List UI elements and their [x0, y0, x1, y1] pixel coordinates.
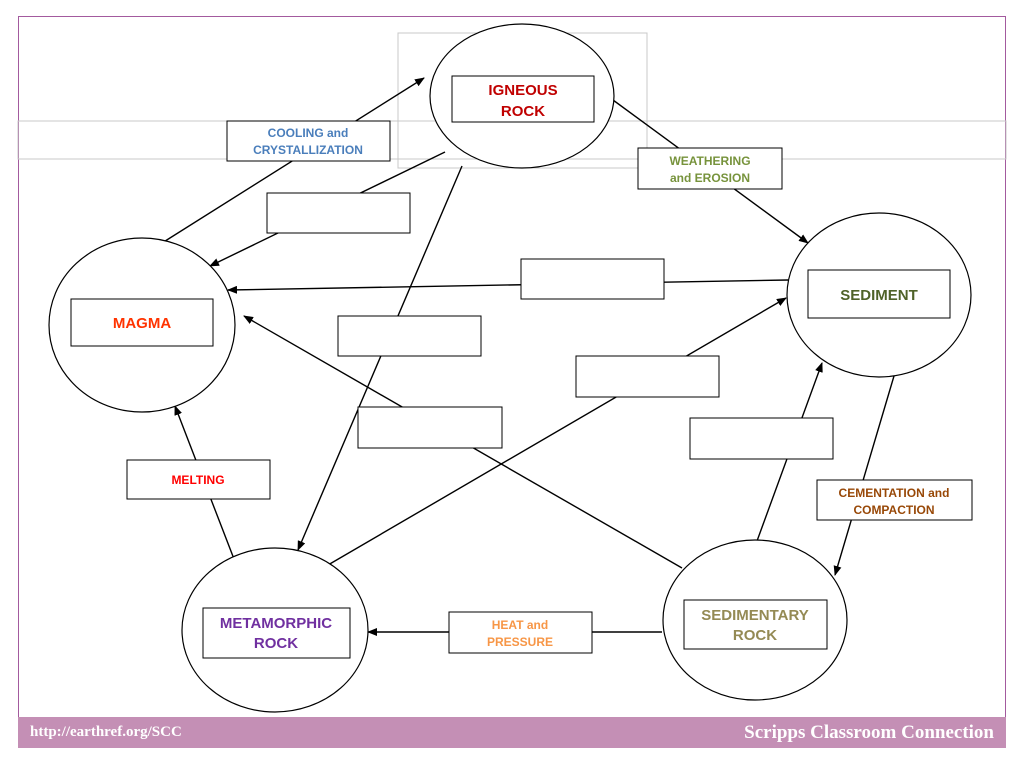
process-melting: MELTING — [126, 459, 271, 500]
arrow-sediment-to-magma — [227, 279, 789, 294]
sediment-label: SEDIMENT — [840, 287, 918, 304]
process-cooling-and-crystallization: COOLING and CRYSTALLIZATION — [226, 120, 391, 162]
heat-label-line2: PRESSURE — [487, 635, 553, 649]
igneous-rock-box — [451, 75, 595, 123]
footer-bar: http://earthref.org/SCC Scripps Classroo… — [18, 717, 1006, 748]
sedimentary-rock-label-line2: ROCK — [733, 627, 777, 644]
blank-box-metamorphic-to-sediment[interactable] — [575, 355, 720, 398]
blank-box-sedimentary-to-sediment[interactable] — [689, 417, 834, 460]
node-magma: MAGMA — [48, 237, 236, 413]
melting-box — [126, 459, 271, 500]
blank-box-sediment-to-magma[interactable] — [520, 258, 665, 300]
blank-answer-boxes — [266, 192, 834, 460]
process-cementation-and-compaction: CEMENTATION and COMPACTION — [816, 479, 973, 521]
footer-url[interactable]: http://earthref.org/SCC — [30, 724, 182, 740]
cooling-label-line1: COOLING and — [268, 126, 349, 140]
blank-box-igneous-to-magma[interactable] — [266, 192, 411, 234]
metamorphic-rock-label-line2: ROCK — [254, 635, 298, 652]
arrow-igneous-to-metamorphic — [297, 165, 463, 551]
blank-box-igneous-to-metamorphic[interactable] — [337, 315, 482, 357]
process-heat-and-pressure: HEAT and PRESSURE — [448, 611, 593, 654]
heat-label-line1: HEAT and — [492, 618, 548, 632]
metamorphic-rock-label-line1: METAMORPHIC — [220, 615, 332, 632]
weathering-box — [637, 147, 783, 190]
cooling-label-line2: CRYSTALLIZATION — [253, 143, 363, 157]
sedimentary-rock-label-line1: SEDIMENTARY — [701, 607, 809, 624]
cooling-box — [226, 120, 391, 162]
cementation-label-line2: COMPACTION — [853, 503, 934, 517]
process-weathering-and-erosion: WEATHERING and EROSION — [637, 147, 783, 190]
magma-label: MAGMA — [113, 315, 171, 332]
node-igneous-rock: IGNEOUS ROCK — [429, 23, 615, 169]
weathering-label-line2: and EROSION — [670, 171, 750, 185]
igneous-rock-label-line1: IGNEOUS — [488, 82, 557, 99]
magma-box — [70, 298, 214, 347]
sediment-box — [807, 269, 951, 319]
metamorphic-rock-box — [202, 607, 351, 659]
cementation-box — [816, 479, 973, 521]
footer-organization: Scripps Classroom Connection — [744, 721, 994, 743]
blank-box-sedimentary-to-magma[interactable] — [357, 406, 503, 449]
node-sedimentary-rock: SEDIMENTARY ROCK — [662, 539, 848, 701]
igneous-rock-label-line2: ROCK — [501, 103, 545, 120]
node-sediment: SEDIMENT — [786, 212, 972, 378]
arrow-sediment-to-sedimentary — [833, 375, 895, 576]
heat-box — [448, 611, 593, 654]
node-metamorphic-rock: METAMORPHIC ROCK — [181, 547, 369, 713]
weathering-label-line1: WEATHERING — [669, 154, 750, 168]
melting-label: MELTING — [171, 473, 224, 487]
arrow-metamorphic-to-sediment — [327, 297, 787, 566]
sedimentary-rock-box — [683, 599, 828, 650]
cementation-label-line1: CEMENTATION and — [839, 486, 950, 500]
